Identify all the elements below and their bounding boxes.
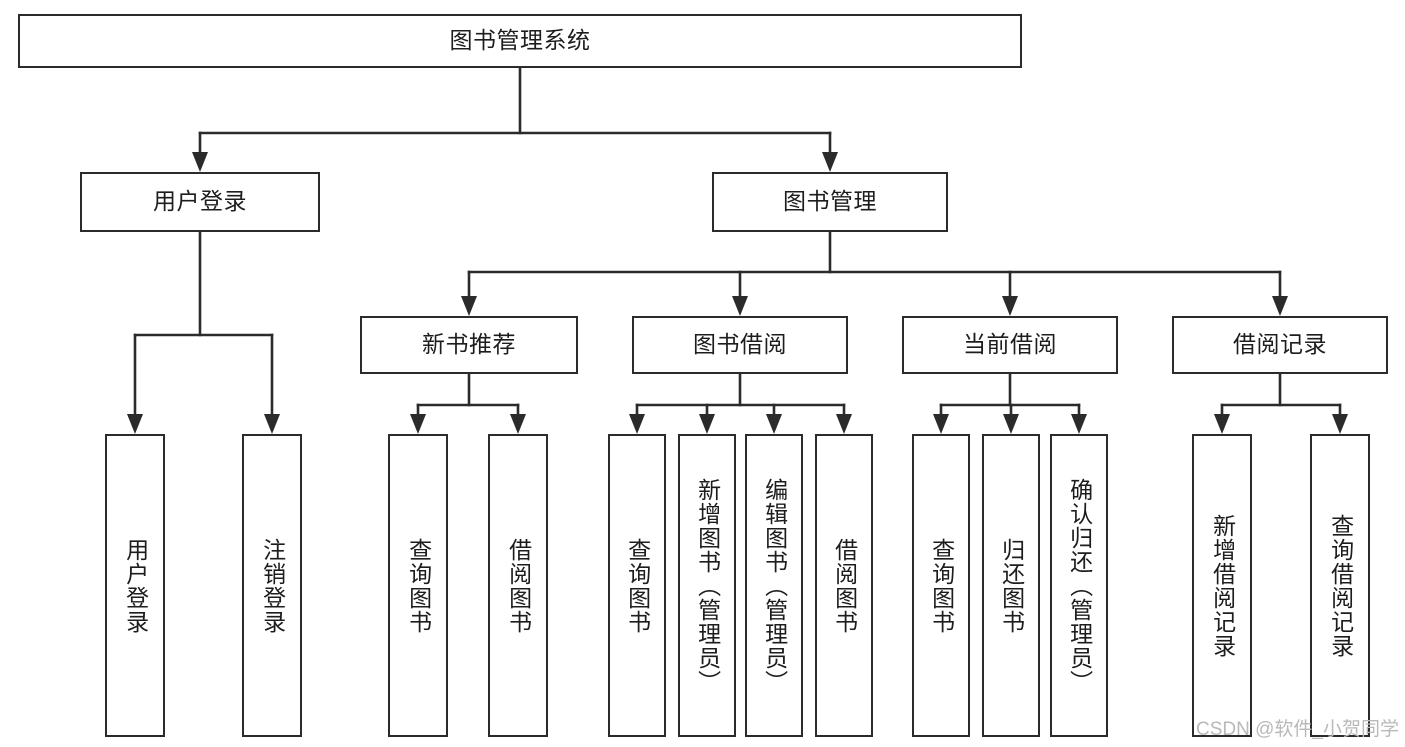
arrow-head-user-login: [192, 152, 208, 172]
node-label: 用户登录: [122, 537, 149, 634]
arrow-head-leaf-return-book: [1003, 414, 1019, 434]
arrow-head-leaf-query-book-1: [410, 414, 426, 434]
node-borrow-record[interactable]: 借阅记录: [1172, 316, 1388, 374]
node-user-login[interactable]: 用户登录: [80, 172, 320, 232]
node-leaf-add-book[interactable]: 新增图书（管理员）: [678, 434, 736, 737]
arrow-head-leaf-user-login: [127, 414, 143, 434]
node-leaf-borrow-book-2[interactable]: 借阅图书: [815, 434, 873, 737]
node-leaf-confirm-return[interactable]: 确认归还（管理员）: [1050, 434, 1108, 737]
node-label: 借阅图书: [831, 537, 858, 634]
node-label: 图书管理系统: [449, 27, 591, 54]
node-leaf-query-record[interactable]: 查询借阅记录: [1310, 434, 1370, 737]
node-current-borrow[interactable]: 当前借阅: [902, 316, 1118, 374]
node-leaf-query-book-1[interactable]: 查询图书: [388, 434, 448, 737]
node-leaf-query-book-3[interactable]: 查询图书: [912, 434, 970, 737]
node-label: 当前借阅: [963, 331, 1057, 358]
node-label: 借阅记录: [1233, 331, 1327, 358]
node-label: 查询图书: [405, 537, 432, 634]
arrow-head-leaf-query-book-2: [629, 414, 645, 434]
arrow-head-leaf-query-book-3: [933, 414, 949, 434]
arrow-head-book-borrow: [732, 296, 748, 316]
node-label: 确认归还（管理员）: [1066, 477, 1093, 694]
node-label: 新增图书（管理员）: [694, 477, 721, 694]
node-leaf-logout[interactable]: 注销登录: [242, 434, 302, 737]
node-root[interactable]: 图书管理系统: [18, 14, 1022, 68]
arrow-head-leaf-borrow-book-1: [510, 414, 526, 434]
arrow-head-leaf-borrow-book-2: [836, 414, 852, 434]
node-book-manage[interactable]: 图书管理: [712, 172, 948, 232]
node-label: 查询借阅记录: [1327, 513, 1354, 658]
arrow-head-borrow-record: [1272, 296, 1288, 316]
arrow-head-leaf-logout: [264, 414, 280, 434]
node-leaf-add-record[interactable]: 新增借阅记录: [1192, 434, 1252, 737]
node-label: 图书借阅: [693, 331, 787, 358]
node-label: 编辑图书（管理员）: [761, 477, 788, 694]
node-leaf-query-book-2[interactable]: 查询图书: [608, 434, 666, 737]
node-label: 新增借阅记录: [1209, 513, 1236, 658]
arrow-head-current-borrow: [1002, 296, 1018, 316]
node-label: 查询图书: [624, 537, 651, 634]
arrow-head-book-manage: [822, 152, 838, 172]
node-label: 图书管理: [783, 188, 877, 215]
arrow-head-leaf-add-record: [1214, 414, 1230, 434]
node-leaf-edit-book[interactable]: 编辑图书（管理员）: [745, 434, 803, 737]
node-label: 新书推荐: [422, 331, 516, 358]
node-label: 注销登录: [259, 537, 286, 634]
node-leaf-return-book[interactable]: 归还图书: [982, 434, 1040, 737]
node-label: 用户登录: [153, 188, 247, 215]
arrow-head-leaf-confirm-return: [1071, 414, 1087, 434]
arrow-head-new-book-recommend: [461, 296, 477, 316]
node-book-borrow[interactable]: 图书借阅: [632, 316, 848, 374]
arrow-head-leaf-query-record: [1332, 414, 1348, 434]
node-label: 归还图书: [998, 537, 1025, 634]
arrow-head-leaf-add-book: [699, 414, 715, 434]
node-label: 借阅图书: [505, 537, 532, 634]
node-leaf-borrow-book-1[interactable]: 借阅图书: [488, 434, 548, 737]
node-leaf-user-login[interactable]: 用户登录: [105, 434, 165, 737]
node-label: 查询图书: [928, 537, 955, 634]
node-new-book-recommend[interactable]: 新书推荐: [360, 316, 578, 374]
arrow-head-leaf-edit-book: [766, 414, 782, 434]
